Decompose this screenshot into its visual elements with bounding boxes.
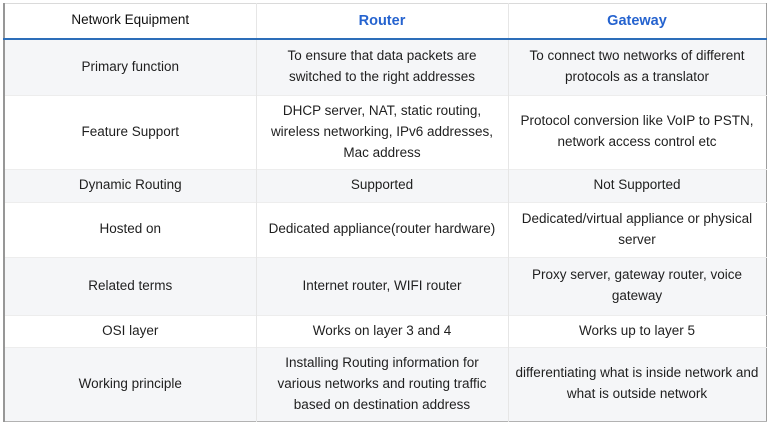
router-cell: Internet router, WIFI router [256, 256, 509, 316]
router-cell: Supported [256, 168, 509, 203]
router-cell: Dedicated appliance(router hardware) [256, 201, 509, 258]
comparison-table-container: Network Equipment Router Gateway Primary… [3, 3, 767, 422]
row-label: Hosted on [4, 201, 257, 258]
gateway-cell: Works up to layer 5 [508, 314, 766, 348]
row-label: Primary function [4, 38, 257, 96]
table-row: Hosted on Dedicated appliance(router har… [4, 201, 766, 258]
gateway-cell: Not Supported [508, 168, 766, 203]
gateway-cell: To connect two networks of different pro… [529, 48, 745, 85]
row-label: Dynamic Routing [4, 168, 257, 203]
table-row: Dynamic Routing Supported Not Supported [4, 168, 766, 203]
router-cell: DHCP server, NAT, static routing, wirele… [256, 95, 509, 170]
router-cell: To ensure that data packets are switched… [256, 38, 509, 96]
row-label: Working principle [4, 346, 257, 422]
gateway-cell: Protocol conversion like VoIP to PSTN, n… [508, 95, 766, 170]
gateway-cell: Proxy server, gateway router, voice gate… [508, 256, 766, 316]
column-header-network-equipment: Network Equipment [4, 3, 257, 40]
table-row: Related terms Internet router, WIFI rout… [4, 256, 766, 316]
table-row: Working principle Installing Routing inf… [4, 346, 766, 422]
table-row: OSI layer Works on layer 3 and 4 Works u… [4, 314, 766, 348]
row-label: OSI layer [4, 314, 257, 348]
column-header-gateway: Gateway [508, 3, 766, 40]
comparison-table: Network Equipment Router Gateway Primary… [3, 3, 767, 422]
router-cell: Installing Routing information for vario… [256, 346, 509, 422]
router-cell: Works on layer 3 and 4 [256, 314, 509, 348]
gateway-cell: differentiating what is inside network a… [508, 346, 766, 422]
table-row: Feature Support DHCP server, NAT, static… [4, 95, 766, 170]
table-row: Primary function To ensure that data pac… [4, 38, 766, 96]
column-header-router: Router [256, 3, 509, 40]
header-row: Network Equipment Router Gateway [4, 3, 766, 40]
gateway-cell: Dedicated/virtual appliance or physical … [508, 201, 766, 258]
row-label: Related terms [4, 256, 257, 316]
row-label: Feature Support [4, 95, 257, 170]
